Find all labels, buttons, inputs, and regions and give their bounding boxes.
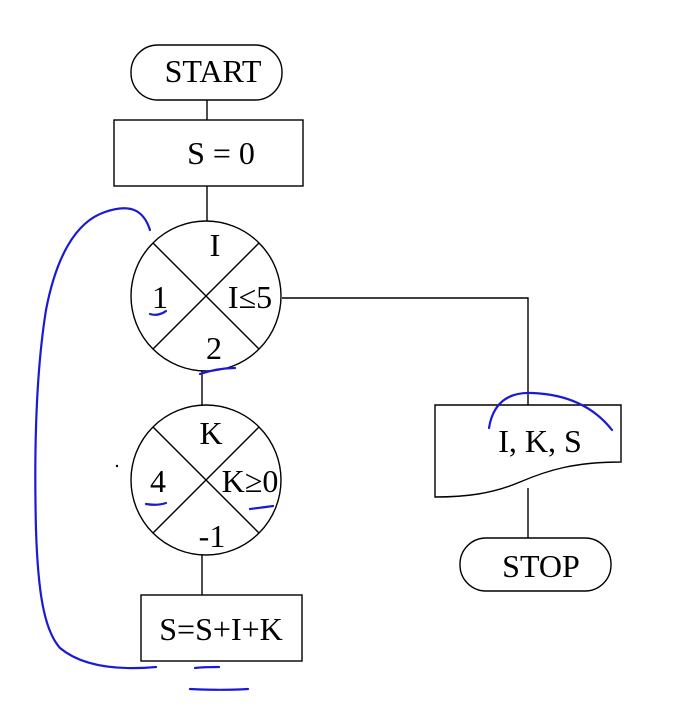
- stop-terminal: STOP: [459, 537, 612, 592]
- output-label: I, K, S: [498, 423, 582, 459]
- underline-outer-step: [198, 366, 237, 376]
- outer-loop-block: I 1 I≤5 2: [130, 220, 282, 372]
- outer-loop-variable: I: [210, 227, 221, 263]
- handwritten-annotations: [34, 207, 614, 691]
- connector-lines: [201, 100, 529, 595]
- start-terminal: START: [130, 44, 283, 101]
- underline-inner-condition: [248, 504, 275, 511]
- inner-loop-diagonal-2: [152, 426, 260, 534]
- init-block: S = 0: [113, 119, 304, 187]
- underline-process-2: [188, 687, 250, 691]
- process-block: S=S+I+K: [140, 594, 303, 662]
- outer-loop-condition: I≤5: [228, 279, 272, 315]
- outer-loop-diagonal-2: [152, 242, 260, 350]
- start-label: START: [165, 53, 262, 89]
- underline-inner-start: [144, 501, 168, 506]
- start-shape: [130, 44, 283, 101]
- process-shape: [140, 594, 303, 662]
- arc-over-output: [487, 391, 614, 432]
- stray-dot: [115, 464, 119, 468]
- process-label: S=S+I+K: [159, 611, 283, 647]
- output-block: I, K, S: [434, 404, 622, 498]
- underline-process-1: [193, 665, 221, 670]
- init-shape: [113, 119, 304, 187]
- connector-loop-exit: [282, 297, 529, 405]
- inner-loop-condition: K≥0: [222, 463, 279, 499]
- output-shape: [434, 404, 622, 498]
- outer-loop-start: 1: [152, 279, 168, 315]
- inner-loop-start: 4: [150, 463, 166, 499]
- stop-shape: [459, 537, 612, 592]
- inner-loop-block: K 4 K≥0 -1: [115, 404, 282, 556]
- inner-loop-step: -1: [199, 518, 226, 554]
- outer-loop-step: 2: [206, 330, 222, 366]
- inner-loop-variable: K: [199, 415, 222, 451]
- underline-outer-start: [148, 309, 168, 316]
- init-label: S = 0: [187, 135, 255, 171]
- loop-back-arrow-stroke: [34, 207, 158, 670]
- stop-label: STOP: [502, 548, 580, 584]
